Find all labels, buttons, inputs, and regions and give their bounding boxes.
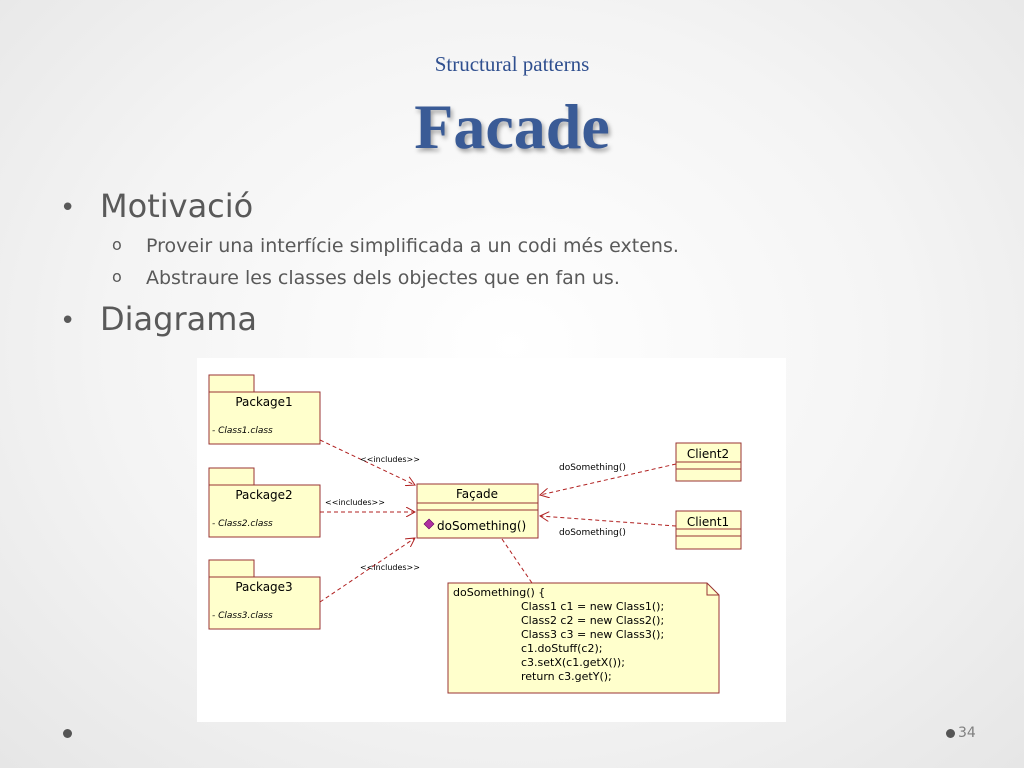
client1-call-label: doSomething()	[559, 528, 626, 538]
client2-call-arrow	[540, 463, 677, 495]
facade-name: Façade	[456, 487, 498, 501]
includes-label-1: <<includes>>	[360, 455, 420, 464]
package-3-name: Package3	[235, 580, 292, 594]
bullet-dot-icon: •	[60, 193, 76, 223]
bullet-diagram: • Diagrama	[60, 300, 257, 338]
note-line-1: doSomething() {	[453, 586, 545, 599]
client1-name: Client1	[687, 515, 729, 529]
client2-class: Client2	[675, 442, 742, 482]
bullet-motivation: • Motivació	[60, 187, 254, 225]
package-1: Package1 - Class1.class	[208, 374, 321, 445]
note-line-7: return c3.getY();	[521, 670, 612, 683]
public-method-icon	[423, 518, 435, 530]
circle-bullet-icon: o	[112, 267, 122, 286]
note-anchor-line	[501, 538, 533, 584]
note-line-3: Class2 c2 = new Class2();	[521, 614, 664, 627]
facade-class: Façade doSomething()	[416, 483, 539, 539]
package-3-member: - Class3.class	[212, 611, 273, 621]
package-2-name: Package2	[235, 488, 292, 502]
note-line-2: Class1 c1 = new Class1();	[521, 600, 664, 613]
bullet-motivation-label: Motivació	[100, 187, 254, 225]
note-line-5: c1.doStuff(c2);	[521, 642, 602, 655]
circle-bullet-icon: o	[112, 235, 122, 254]
slide-subtitle: Structural patterns	[434, 52, 590, 76]
bullet-dot-icon: •	[60, 306, 76, 336]
package3-includes-arrow	[319, 538, 415, 603]
client1-call-arrow	[540, 516, 677, 527]
uml-diagram: Package1 - Class1.class Package2 - Class…	[197, 358, 786, 722]
note-line-4: Class3 c3 = new Class3();	[521, 628, 664, 641]
facade-method: doSomething()	[437, 519, 526, 533]
note-line-6: c3.setX(c1.getX());	[521, 656, 625, 669]
sub-point-1-text: Proveir una interfície simplificada a un…	[146, 235, 679, 257]
client1-class: Client1	[675, 510, 742, 550]
sub-point-2: o Abstraure les classes dels objectes qu…	[112, 267, 620, 289]
client2-name: Client2	[687, 447, 729, 461]
sub-point-2-text: Abstraure les classes dels objectes que …	[146, 267, 620, 289]
includes-label-2: <<includes>>	[325, 498, 385, 507]
client2-call-label: doSomething()	[559, 463, 626, 473]
sub-point-1: o Proveir una interfície simplificada a …	[112, 235, 679, 257]
includes-label-3: <<includes>>	[360, 563, 420, 572]
uml-diagram-svg: Package1 - Class1.class Package2 - Class…	[208, 374, 742, 694]
package1-includes-arrow	[319, 439, 415, 485]
bullet-diagram-label: Diagrama	[100, 300, 257, 338]
package-1-member: - Class1.class	[212, 426, 273, 436]
package-1-name: Package1	[235, 395, 292, 409]
code-note: doSomething() { Class1 c1 = new Class1()…	[447, 582, 720, 694]
footer-left-dot	[63, 729, 72, 738]
package-3: Package3 - Class3.class	[208, 559, 321, 630]
package-2-member: - Class2.class	[212, 519, 273, 529]
package-2: Package2 - Class2.class	[208, 467, 321, 538]
footer-right-dot	[946, 729, 955, 738]
slide-title: Facade	[414, 91, 610, 162]
page-number: 34	[958, 725, 976, 741]
